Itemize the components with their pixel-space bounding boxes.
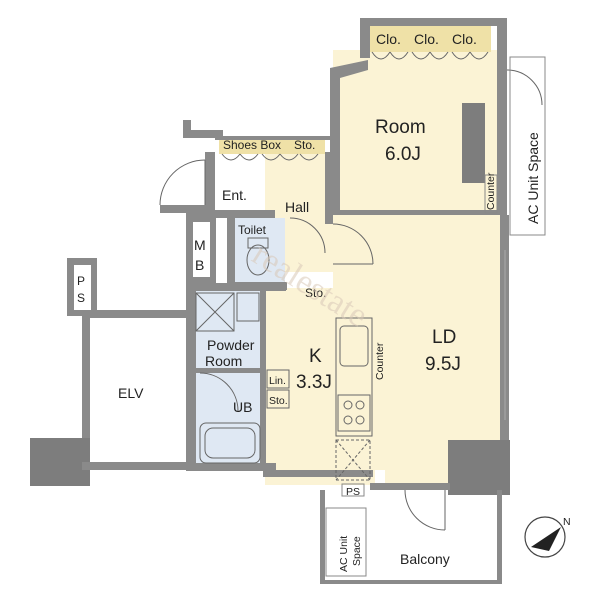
ld-name-label: LD bbox=[432, 327, 456, 348]
kitchen-name-label: K bbox=[309, 346, 322, 367]
powder-room-label-1: Powder bbox=[207, 337, 255, 353]
shoes-box-label: Shoes Box bbox=[223, 138, 281, 152]
balcony-ac-label-1: AC Unit bbox=[338, 536, 350, 572]
closet-label-3: Clo. bbox=[452, 31, 477, 47]
small-storage-label: Sto. bbox=[269, 395, 288, 407]
mb-label-m: M bbox=[194, 237, 206, 253]
closet-strip bbox=[369, 22, 491, 52]
hall-storage-label: Sto. bbox=[294, 138, 315, 152]
shoes-box-strip bbox=[219, 136, 325, 154]
fixtures bbox=[159, 51, 546, 577]
closet-label-1: Clo. bbox=[376, 31, 401, 47]
kitchen-storage-label: Sto. bbox=[305, 286, 326, 300]
unit-bath-label: UB bbox=[233, 399, 252, 415]
ps-bottom-label: PS bbox=[346, 486, 360, 498]
ac-unit-space-label: AC Unit Space bbox=[525, 132, 541, 224]
hall-label: Hall bbox=[285, 199, 309, 215]
compass-icon: N bbox=[524, 516, 571, 558]
closet-label-2: Clo. bbox=[414, 31, 439, 47]
elevator-label: ELV bbox=[118, 385, 144, 401]
toilet-label: Toilet bbox=[238, 223, 267, 237]
balcony-ac-label-2: Space bbox=[351, 536, 363, 566]
powder-room-label-2: Room bbox=[205, 353, 242, 369]
labels: Clo. Clo. Clo. Room 6.0J AC Unit Space C… bbox=[77, 31, 541, 572]
walls bbox=[30, 18, 510, 584]
room-name-label: Room bbox=[375, 117, 426, 138]
kitchen-area bbox=[265, 288, 375, 485]
kitchen-size-label: 3.3J bbox=[296, 372, 332, 393]
entrance-label: Ent. bbox=[222, 187, 247, 203]
mb-label-b: B bbox=[195, 257, 204, 273]
ps-label-p: P bbox=[77, 274, 85, 288]
counter-room-label: Counter bbox=[485, 172, 497, 210]
living-dining-area bbox=[333, 212, 505, 485]
ps-label-s: S bbox=[77, 291, 85, 305]
balcony-label: Balcony bbox=[400, 551, 450, 567]
room-size-label: 6.0J bbox=[385, 144, 421, 165]
unit-bath-area bbox=[195, 370, 265, 465]
linen-label: Lin. bbox=[269, 375, 286, 387]
entrance-area bbox=[213, 152, 265, 212]
counter-kitchen-label: Counter bbox=[374, 342, 386, 380]
compass-north-label: N bbox=[563, 516, 571, 528]
ld-size-label: 9.5J bbox=[425, 354, 461, 375]
